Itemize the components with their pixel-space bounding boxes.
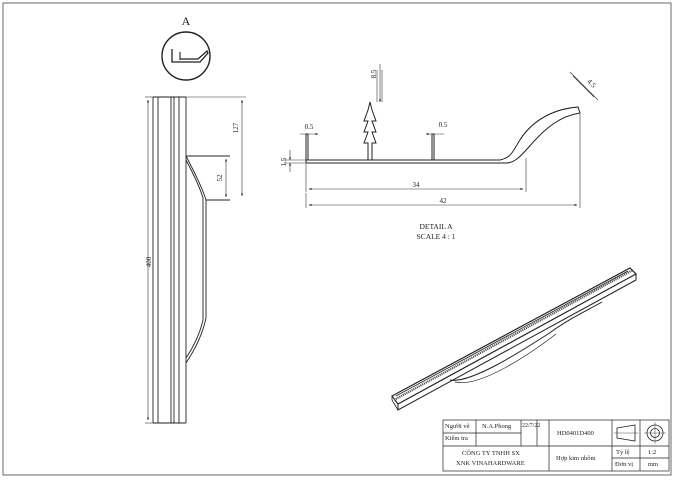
dim-lip: 4.5: [585, 78, 597, 90]
unit-value: mm: [648, 461, 659, 468]
detail-scale-caption: SCALE 4 : 1: [417, 232, 456, 241]
dim-base-thickness: 1.5: [280, 157, 288, 166]
side-view-dimensions: [145, 96, 246, 424]
detail-caption: DETAIL A: [419, 222, 453, 231]
projection-symbol-icon: [614, 422, 666, 444]
unit-label: Đơn vị: [615, 461, 634, 468]
view-letter: A: [182, 14, 191, 28]
scale-value: 1:2: [648, 449, 657, 456]
drawn-by-label: Người vẽ: [445, 423, 470, 430]
scale-label: Tỷ lệ: [616, 449, 630, 456]
dim-wall-left: 0.5: [305, 123, 314, 131]
drawn-by-name: N.A.Phong: [482, 423, 512, 430]
sheet-frame: [2, 2, 672, 476]
dim-inner-width: 34: [413, 181, 421, 189]
detail-circle: [161, 31, 211, 81]
dim-mid-length: 52: [216, 174, 224, 182]
drawn-date: 22/7/22: [522, 423, 541, 429]
company-line1: CÔNG TY TNHH SX: [462, 450, 520, 457]
dim-wall-right: 0.5: [439, 121, 448, 129]
checked-by-label: Kiểm tra: [445, 435, 468, 442]
dim-overall-width: 42: [440, 197, 448, 205]
material: Hợp kim nhôm: [556, 455, 596, 462]
part-code: HD0401D400: [557, 430, 594, 437]
title-block: [442, 419, 670, 472]
detail-callout: A: [161, 14, 211, 81]
profile-detail: [305, 101, 581, 164]
isometric-view: [391, 267, 637, 411]
dim-upper-length: 127: [232, 122, 240, 133]
profile-dimensions: [284, 64, 599, 208]
dim-total-length: 400: [145, 256, 153, 267]
company-line2: XNK VINAHARDWARE: [456, 460, 525, 467]
side-view: [152, 96, 230, 424]
dim-rib-height: 8.5: [370, 69, 378, 78]
detail-profile-mini: [171, 49, 209, 63]
